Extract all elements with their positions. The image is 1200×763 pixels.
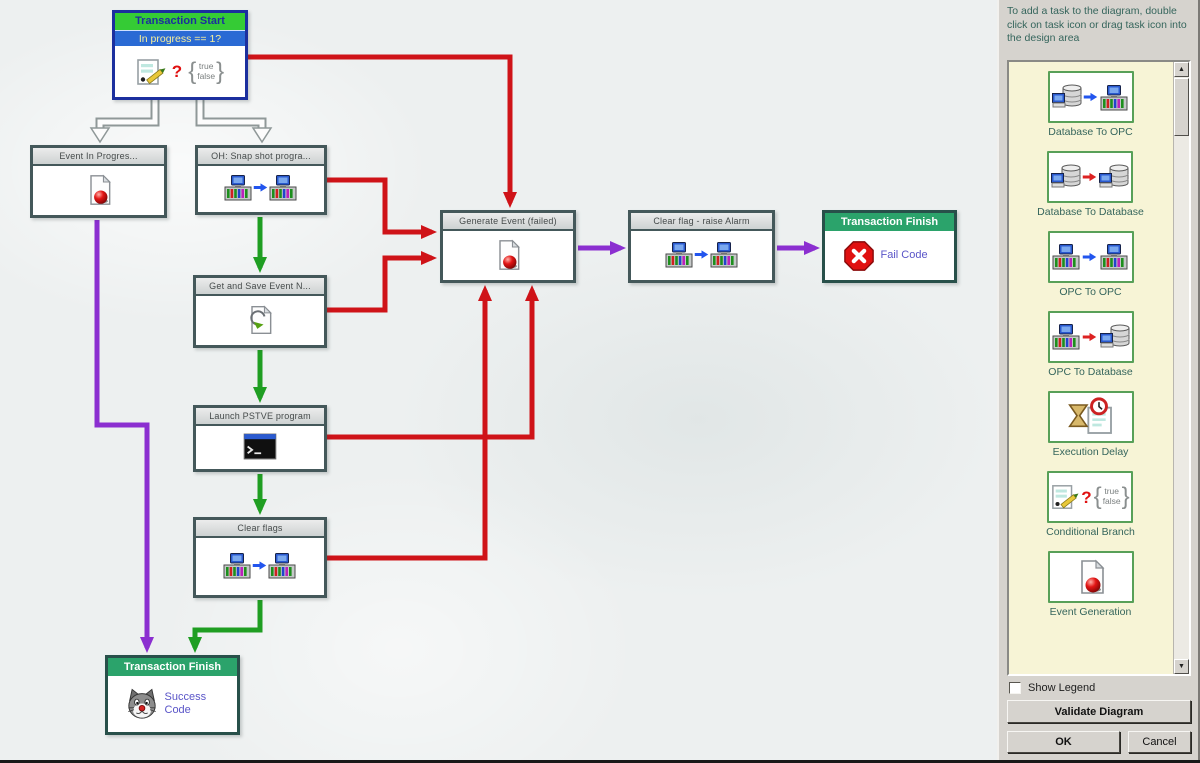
opc-to-opc-icon [223,552,296,578]
conditional-branch-icon [136,57,166,87]
show-legend-label: Show Legend [1028,682,1096,694]
block-title: Launch PSTVE program [196,408,324,426]
task-palette: Database To OPC Database To Database [1007,60,1191,676]
arrow-launch-to-generate-event [327,285,539,440]
fail-code-label: Fail Code [880,248,928,261]
connector-arrows [89,54,820,653]
block-title: Transaction Finish [825,213,954,231]
block-transaction-start[interactable]: Transaction Start In progress == 1? ? { … [112,10,248,100]
block-title: Generate Event (failed) [443,213,573,231]
palette-item-label: Conditional Branch [1046,526,1135,538]
task-sidebar: To add a task to the diagram, double cli… [997,0,1200,760]
save-event-icon [244,304,276,336]
database-to-opc-icon [1047,71,1134,123]
block-clear-flags[interactable]: Clear flags [193,517,327,598]
success-cat-icon [125,688,159,720]
show-legend-checkbox[interactable] [1009,682,1021,694]
task-palette-items: Database To OPC Database To Database [1009,62,1172,674]
scrollbar-thumb[interactable] [1174,78,1189,136]
palette-item-label: Event Generation [1049,606,1132,618]
palette-item-opc-to-opc[interactable]: OPC To OPC [1047,231,1134,298]
arrow-clear-flags-to-generate-event [327,285,492,561]
opc-to-opc-icon [224,175,297,201]
event-generation-icon [1047,551,1134,603]
palette-item-execution-delay[interactable]: Execution Delay [1047,391,1134,458]
block-title: Event In Progres... [33,148,164,166]
palette-item-event-generation[interactable]: Event Generation [1047,551,1134,618]
success-code-label: Success Code [164,690,207,716]
block-snapshot-program[interactable]: OH: Snap shot progra... [195,145,327,215]
arrow-save-event-to-generate-event [327,251,437,313]
branch-arrow-true [195,99,273,144]
palette-item-label: Database To Database [1037,206,1144,218]
block-generate-event-failed[interactable]: Generate Event (failed) [440,210,576,283]
start-condition: In progress == 1? [115,30,245,46]
sidebar-tip: To add a task to the diagram, double cli… [1007,5,1187,45]
branch-arrow-false [89,99,160,144]
block-transaction-finish-success[interactable]: Transaction Finish Success Code [105,655,240,735]
block-title: Transaction Finish [108,658,237,676]
palette-item-opc-to-database[interactable]: OPC To Database [1047,311,1134,378]
cancel-button[interactable]: Cancel [1128,731,1191,753]
block-clear-flag-raise-alarm[interactable]: Clear flag - raise Alarm [628,210,775,283]
arrow-event-in-progress-to-finish-success [94,220,154,653]
show-legend-row[interactable]: Show Legend [1009,682,1095,694]
validate-diagram-button[interactable]: Validate Diagram [1007,700,1191,723]
design-area[interactable]: Transaction Start In progress == 1? ? { … [0,0,997,760]
palette-scrollbar[interactable]: ▲ ▼ [1173,62,1189,674]
event-generation-icon [83,174,115,206]
palette-item-database-to-opc[interactable]: Database To OPC [1047,71,1134,138]
block-title: OH: Snap shot progra... [198,148,324,166]
database-to-database-icon [1047,151,1134,203]
palette-item-database-to-database[interactable]: Database To Database [1037,151,1144,218]
palette-item-label: OPC To OPC [1059,286,1122,298]
block-title: Transaction Start [115,13,245,30]
palette-item-label: Execution Delay [1052,446,1129,458]
fail-icon [843,240,875,272]
command-prompt-icon [243,433,277,460]
opc-to-opc-icon [1047,231,1134,283]
opc-to-database-icon [1047,311,1134,363]
block-launch-program[interactable]: Launch PSTVE program [193,405,327,472]
scroll-up-button[interactable]: ▲ [1174,62,1189,77]
block-transaction-finish-fail[interactable]: Transaction Finish Fail Code [822,210,957,283]
opc-to-opc-icon [665,241,737,267]
arrow-snapshot-to-generate-event [327,177,437,239]
block-title: Get and Save Event N... [196,278,324,296]
block-get-save-event[interactable]: Get and Save Event N... [193,275,327,348]
palette-item-label: OPC To Database [1048,366,1133,378]
block-title: Clear flag - raise Alarm [631,213,772,231]
arrow-start-to-generate-event [248,54,517,208]
scroll-down-button[interactable]: ▼ [1174,659,1189,674]
ok-button[interactable]: OK [1007,731,1120,753]
arrow-clear-flags-to-finish-success [188,600,263,653]
block-event-in-progress[interactable]: Event In Progres... [30,145,167,218]
palette-item-label: Database To OPC [1048,126,1133,138]
block-title: Clear flags [196,520,324,538]
event-generation-icon [492,239,524,271]
execution-delay-icon [1047,391,1134,443]
question-mark-icon: ? [171,62,183,81]
